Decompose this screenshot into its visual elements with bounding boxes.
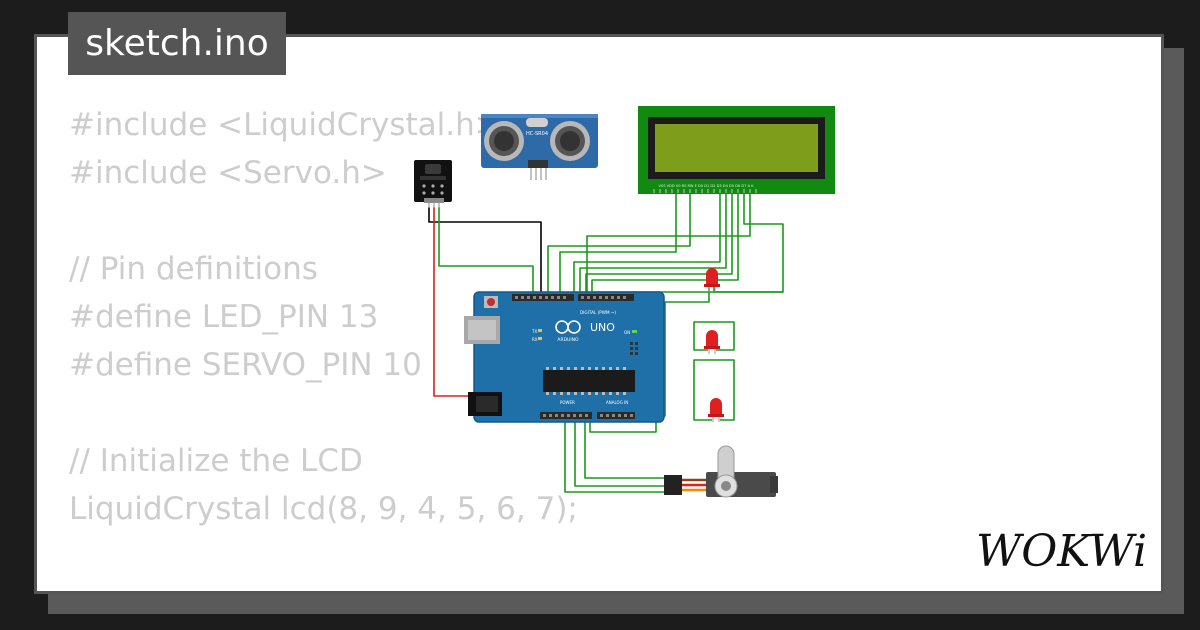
- digital-header-label: DIGITAL (PWM ~): [580, 310, 616, 315]
- led-red-2[interactable]: [704, 330, 720, 354]
- led-red-3[interactable]: [708, 398, 724, 422]
- wire-green: [586, 192, 751, 296]
- wire-black: [428, 207, 542, 296]
- tx-label: TX: [531, 329, 537, 334]
- arduino-uno[interactable]: DIGITAL (PWM ~) UNO ARDUINO TX RX ON POW…: [464, 291, 665, 423]
- wire-green: [564, 418, 664, 493]
- lcd-pin-labels: VSS VDD V0 RS RW E D0 D1 D2 D3 D4 D5 D6 …: [658, 184, 754, 188]
- on-label: ON: [624, 330, 630, 335]
- wire-green: [559, 192, 677, 296]
- wire-green: [584, 418, 664, 479]
- wokwi-logo-text: WOKWi: [976, 526, 1147, 577]
- code-line: // Create a servo object: [69, 581, 578, 591]
- ultrasonic-sensor[interactable]: HC-SR04: [481, 114, 598, 180]
- power-header-label: POWER: [560, 400, 575, 405]
- arduino-model-label: UNO: [590, 321, 615, 334]
- wire-green: [693, 359, 735, 421]
- code-line: #define LED_PIN 13: [69, 299, 379, 335]
- lcd-display[interactable]: VSS VDD V0 RS RW E D0 D1 D2 D3 D4 D5 D6 …: [638, 106, 835, 194]
- wire-green: [574, 418, 664, 487]
- code-line: // Pin definitions: [69, 251, 318, 287]
- code-line: #include <LiquidCrystal.h>: [69, 107, 501, 143]
- wire-green: [547, 192, 691, 296]
- wire-green: [693, 321, 735, 351]
- code-preview: #include <LiquidCrystal.h> #include <Serv…: [69, 101, 578, 591]
- code-line: #define SERVO_PIN 10: [69, 347, 422, 383]
- arduino-brand-label: ARDUINO: [557, 337, 579, 343]
- code-line: // Initialize the LCD: [69, 443, 363, 479]
- wire-green: [579, 192, 727, 296]
- wire-green: [573, 192, 721, 296]
- wokwi-logo: WOKWi: [976, 526, 1147, 577]
- code-line: #include <Servo.h>: [69, 155, 387, 191]
- sensor-label: HC-SR04: [526, 131, 548, 137]
- led-red-1[interactable]: [704, 268, 720, 292]
- wire-green: [585, 192, 733, 296]
- analog-header-label: ANALOG IN: [606, 400, 628, 405]
- file-tab[interactable]: sketch.ino: [68, 12, 286, 75]
- code-line: LiquidCrystal lcd(8, 9, 4, 5, 6, 7);: [69, 491, 578, 527]
- ir-receiver[interactable]: [414, 160, 452, 208]
- rx-label: RX: [532, 337, 538, 342]
- wire-green: [438, 207, 534, 296]
- wire-green: [713, 286, 783, 293]
- servo-motor[interactable]: [664, 445, 778, 498]
